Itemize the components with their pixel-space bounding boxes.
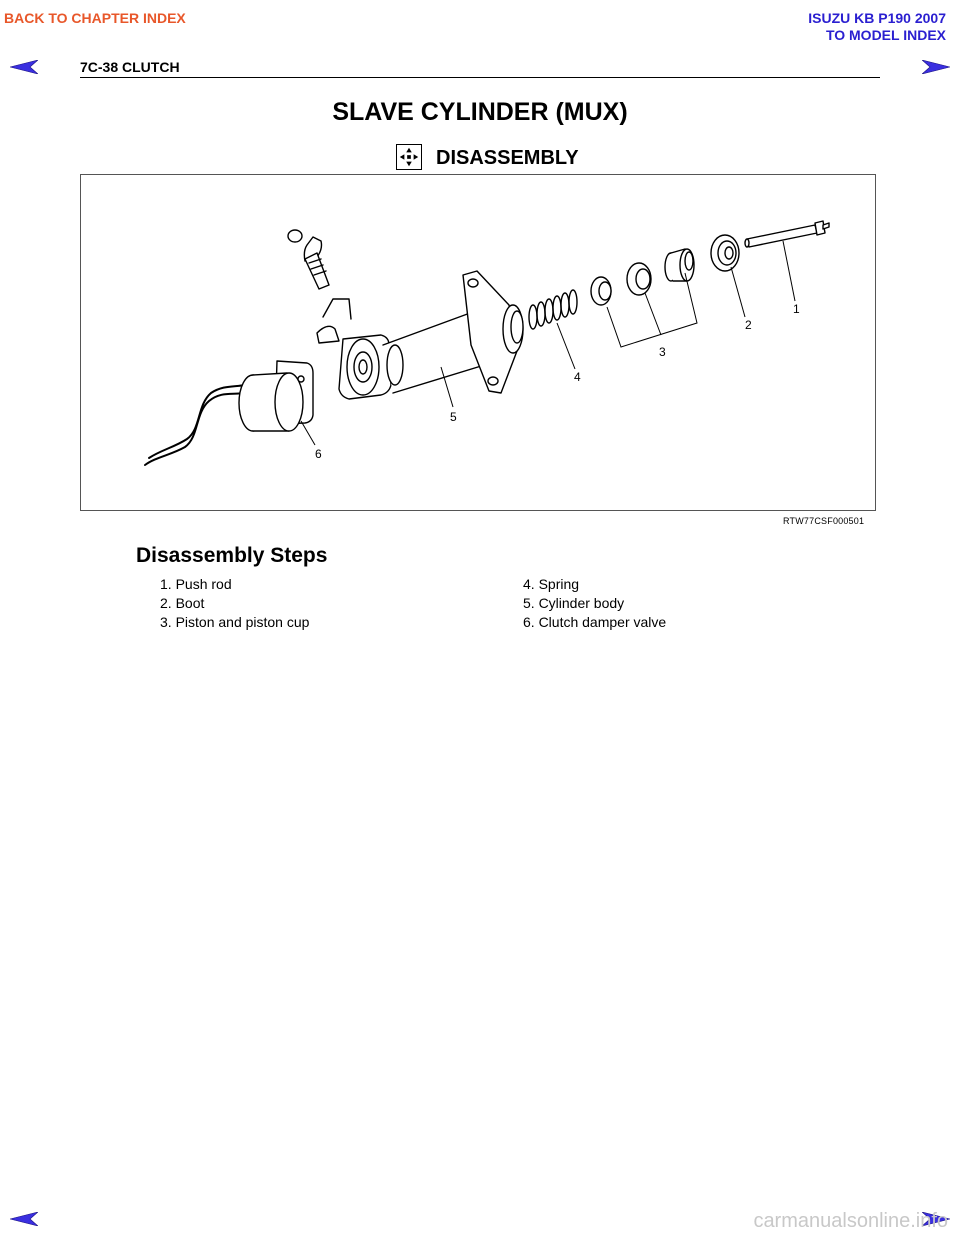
model-title: ISUZU KB P190 2007 (808, 10, 946, 26)
leader-5 (440, 366, 454, 408)
step-item: 3. Piston and piston cup (160, 614, 310, 630)
figure-id: RTW77CSF000501 (783, 516, 865, 526)
step-item: 6. Clutch damper valve (523, 614, 667, 630)
leader-1 (782, 240, 796, 302)
disassembly-arrows-icon (396, 144, 422, 170)
steps-left-column: 1. Push rod 2. Boot 3. Piston and piston… (160, 575, 309, 632)
spring-drawing (528, 289, 578, 330)
leader-3a (606, 272, 698, 348)
callout-4: 4 (574, 370, 581, 384)
step-item: 4. Spring (523, 576, 580, 592)
next-page-arrow-icon[interactable] (922, 1212, 950, 1226)
cylinder-body-drawing (316, 270, 524, 400)
clutch-damper-valve-drawing (144, 360, 314, 466)
callout-3: 3 (659, 345, 666, 359)
leader-4 (556, 322, 576, 370)
next-page-arrow-icon[interactable] (922, 60, 950, 74)
page-title: SLAVE CYLINDER (MUX) (332, 98, 628, 126)
prev-page-arrow-icon[interactable] (10, 1212, 38, 1226)
slave-cylinder-exploded-diagram: 1 2 3 4 5 6 (144, 220, 830, 466)
back-to-chapter-index-link[interactable]: BACK TO CHAPTER INDEX (4, 10, 186, 26)
piston-and-cup-drawing (590, 248, 695, 306)
callout-5: 5 (450, 410, 457, 424)
push-rod-drawing (744, 220, 830, 248)
header-divider (80, 77, 880, 78)
leader-6 (300, 420, 316, 446)
model-header: ISUZU KB P190 2007 TO MODEL INDEX (808, 10, 946, 44)
section-label: 7C-38 CLUTCH (80, 59, 180, 75)
callout-1: 1 (793, 302, 800, 316)
steps-right-column: 4. Spring 5. Cylinder body 6. Clutch dam… (523, 575, 666, 632)
bleeder-fitting-drawing (287, 229, 330, 290)
callout-6: 6 (315, 447, 322, 461)
step-item: 2. Boot (160, 595, 205, 611)
watermark: carmanualsonline.info (753, 1210, 948, 1232)
to-model-index-link[interactable]: TO MODEL INDEX (825, 27, 946, 43)
subheading-text: DISASSEMBLY (436, 147, 579, 169)
prev-page-arrow-icon[interactable] (10, 60, 38, 74)
boot-drawing (710, 234, 740, 272)
leader-2 (730, 266, 746, 318)
step-item: 1. Push rod (160, 576, 232, 592)
steps-heading: Disassembly Steps (136, 544, 328, 567)
callout-2: 2 (745, 318, 752, 332)
step-item: 5. Cylinder body (523, 595, 625, 611)
exploded-view-figure: 1 2 3 4 5 6 (80, 174, 876, 511)
leader-3b (644, 292, 662, 336)
